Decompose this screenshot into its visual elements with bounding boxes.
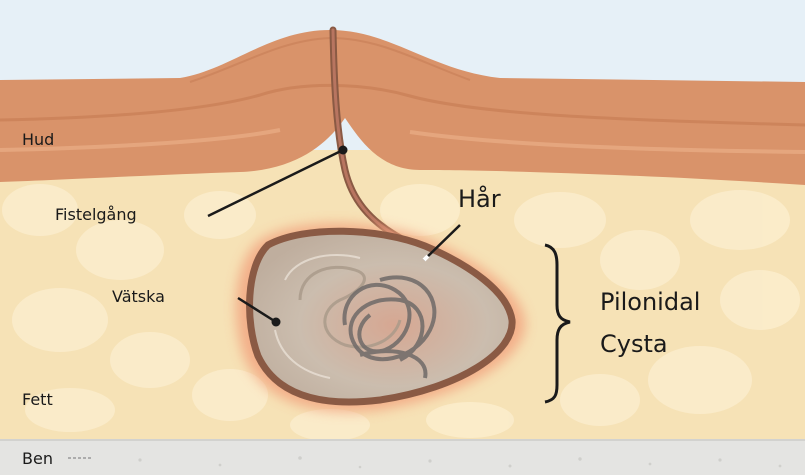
cyst-label-line2: Cysta: [600, 330, 668, 358]
fistula-pointer-dot: [339, 146, 348, 155]
fluid-pointer-dot: [272, 318, 281, 327]
cyst-label-line1: Pilonidal: [600, 288, 700, 316]
fistula-label: Fistelgång: [55, 205, 137, 224]
fat-label: Fett: [22, 390, 53, 409]
bone-layer: [0, 440, 805, 475]
bone-label: Ben: [22, 449, 53, 468]
hair-label: Hår: [458, 185, 501, 213]
skin-label: Hud: [22, 130, 54, 149]
fluid-label: Vätska: [112, 287, 165, 306]
